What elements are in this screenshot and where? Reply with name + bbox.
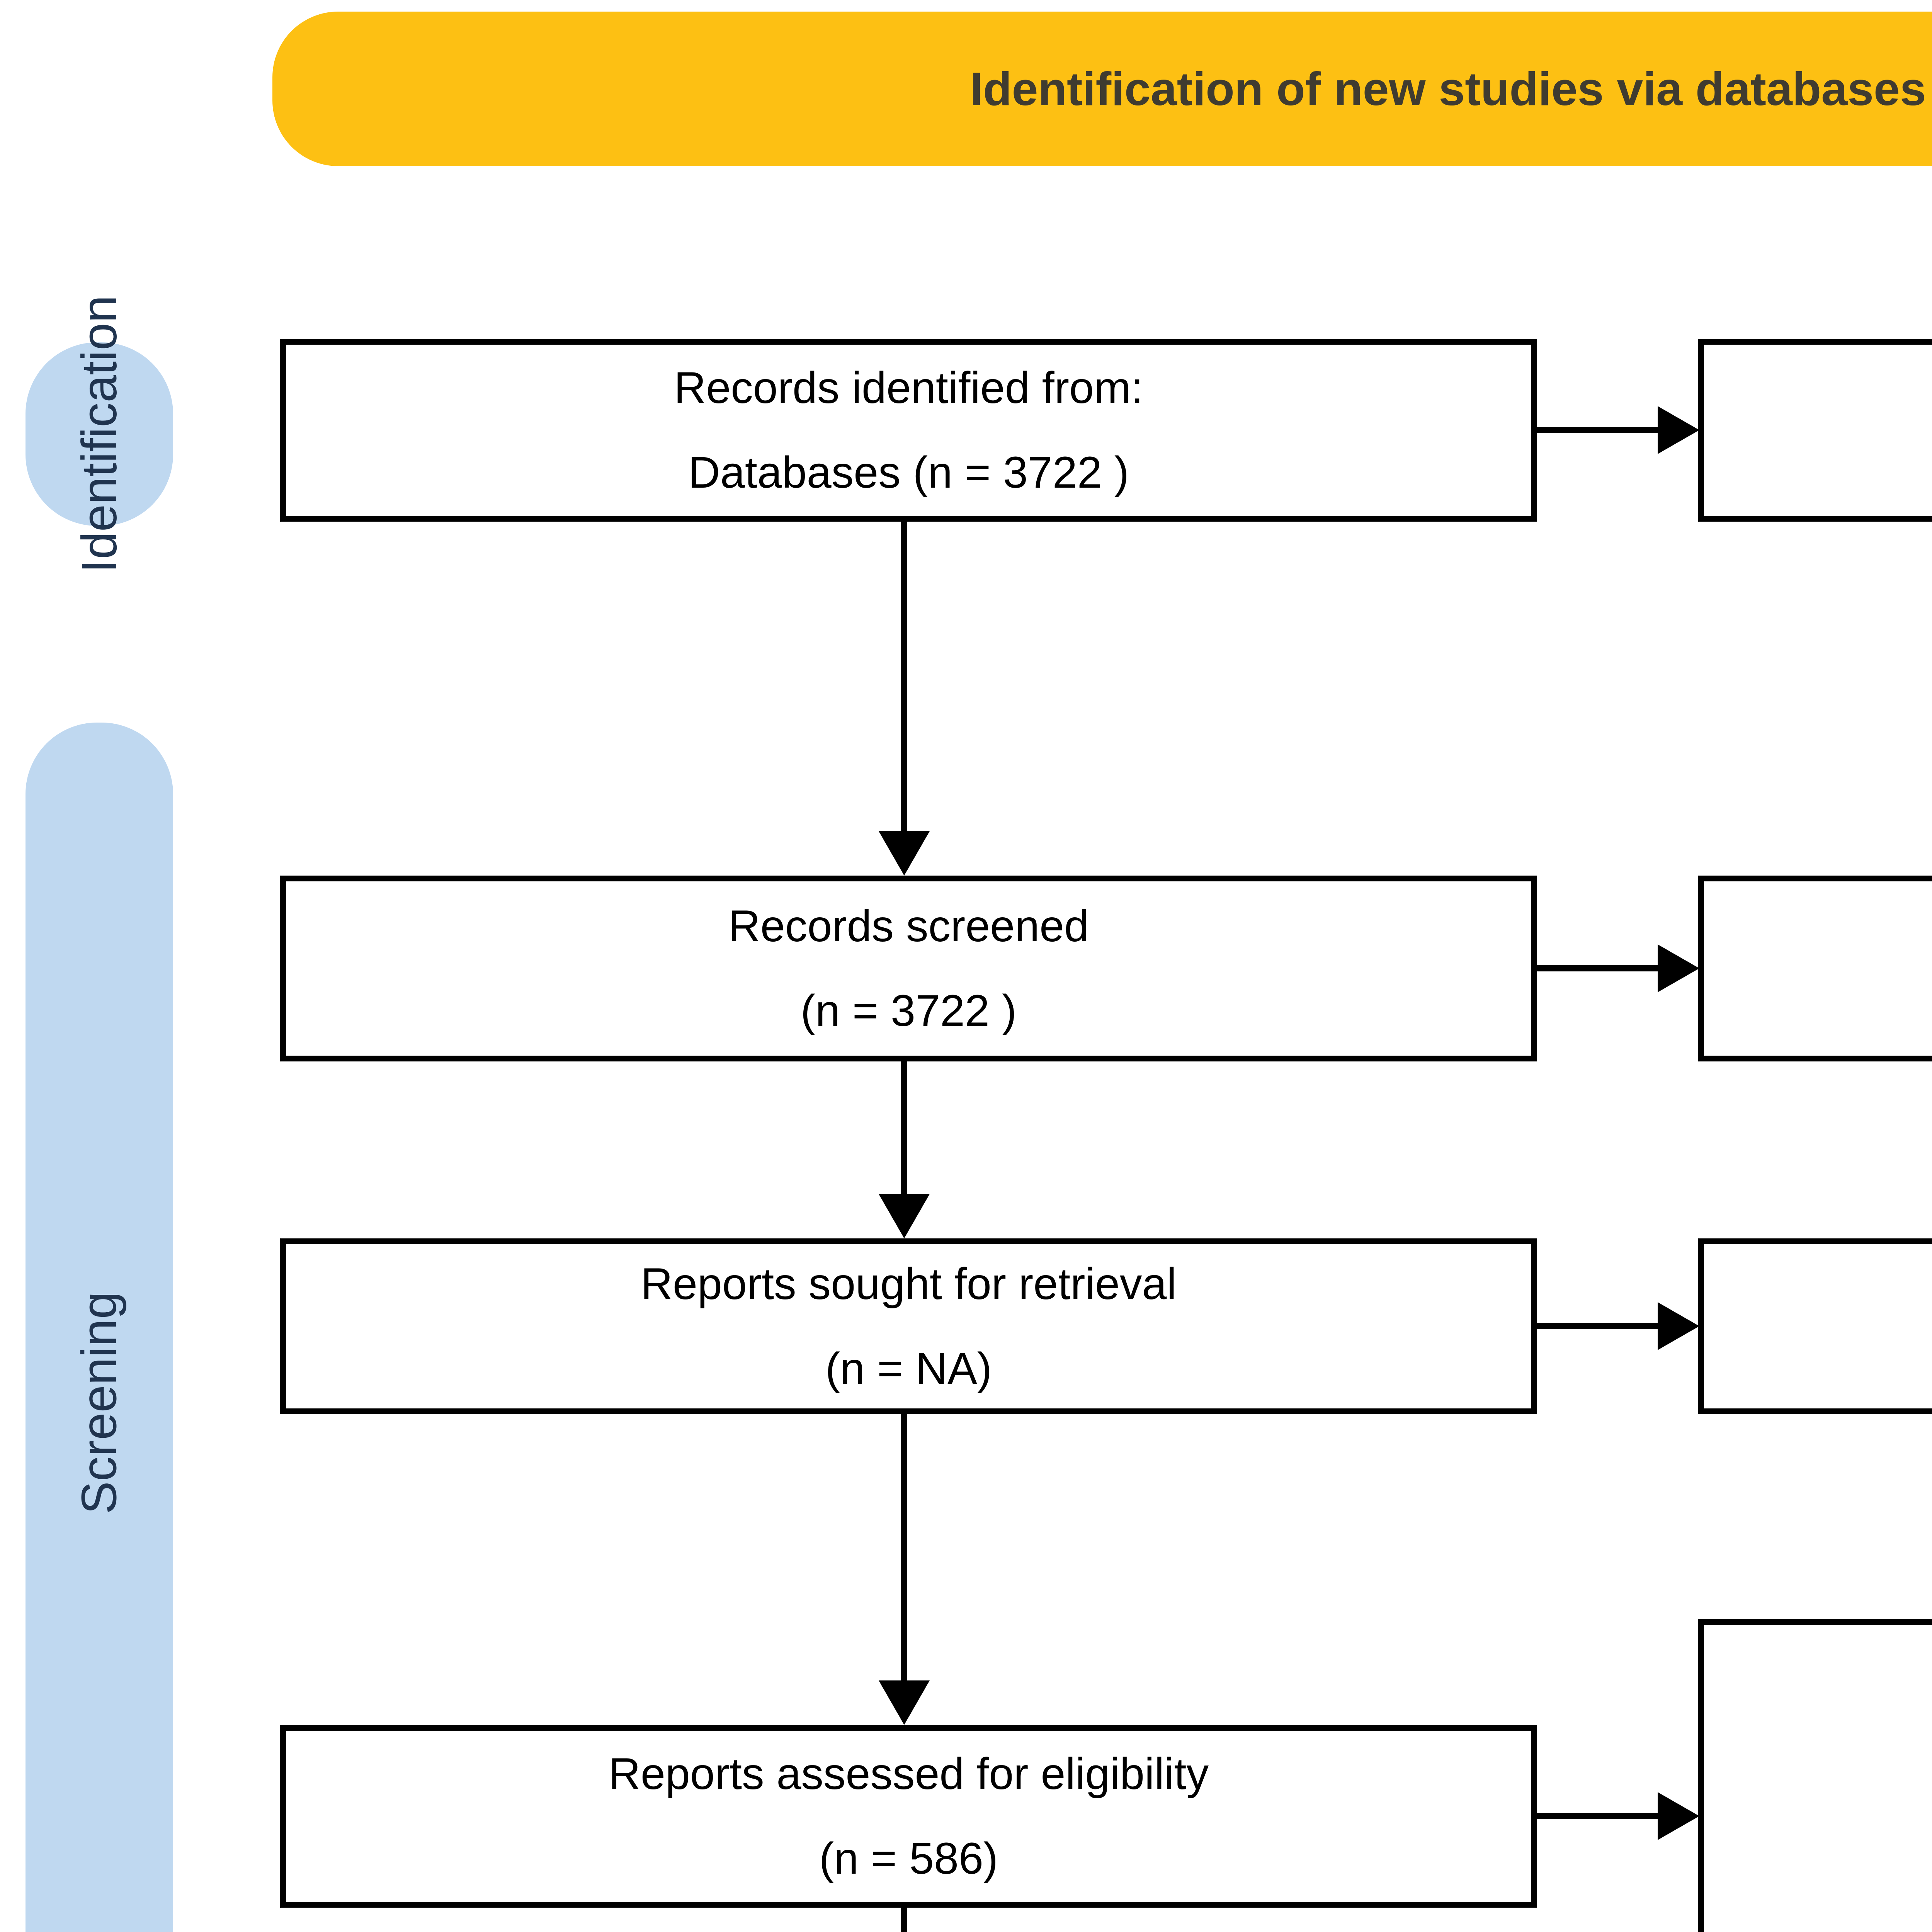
- down-arrow-head-icon: [879, 831, 930, 876]
- down-arrow-head-icon: [879, 1194, 930, 1238]
- box-line: (n = 3722 ): [800, 986, 1017, 1036]
- title-banner: Identification of new studies via databa…: [272, 12, 1932, 166]
- box-records-removed: Records removed before screening: (n = 0…: [1698, 339, 1932, 522]
- right-arrow: [1537, 427, 1658, 433]
- right-arrow: [1537, 1323, 1658, 1329]
- right-arrow-head-icon: [1658, 1792, 1699, 1840]
- box-line: Databases (n = 3722 ): [688, 447, 1129, 497]
- box-records-screened: Records screened (n = 3722 ): [280, 876, 1537, 1061]
- box-line: (n = NA): [825, 1344, 992, 1393]
- stage-identification: Identification: [26, 295, 173, 573]
- box-reports-not-retrieved: Reports not retrieved (n = NA): [1698, 1238, 1932, 1414]
- right-arrow-head-icon: [1658, 406, 1699, 454]
- box-line: Reports sought for retrieval: [640, 1259, 1177, 1309]
- down-arrow: [901, 1414, 907, 1680]
- box-line: Records screened: [728, 901, 1089, 951]
- box-reports-excluded: Reports excluded: Not relevant (n = 378)…: [1698, 1619, 1932, 1932]
- stage-identification-label: Identification: [71, 295, 127, 573]
- box-reports-sought: Reports sought for retrieval (n = NA): [280, 1238, 1537, 1414]
- right-arrow-head-icon: [1658, 944, 1699, 992]
- stage-screening-label: Screening: [71, 1291, 127, 1514]
- box-reports-assessed: Reports assessed for eligibility (n = 58…: [280, 1725, 1537, 1908]
- right-arrow-head-icon: [1658, 1302, 1699, 1350]
- box-records-identified: Records identified from: Databases (n = …: [280, 339, 1537, 522]
- box-line: (n = 586): [819, 1833, 998, 1883]
- box-records-excluded: Records excluded (n = 3136 ): [1698, 876, 1932, 1061]
- page-title: Identification of new studies via databa…: [970, 63, 1932, 115]
- down-arrow: [901, 1908, 907, 1932]
- stage-screening: Screening: [26, 723, 173, 1932]
- box-line: Reports assessed for eligibility: [608, 1749, 1209, 1799]
- down-arrow-head-icon: [879, 1680, 930, 1725]
- down-arrow: [901, 522, 907, 831]
- right-arrow: [1537, 1813, 1658, 1819]
- down-arrow: [901, 1061, 907, 1194]
- right-arrow: [1537, 965, 1658, 971]
- box-line: Records identified from:: [674, 363, 1143, 413]
